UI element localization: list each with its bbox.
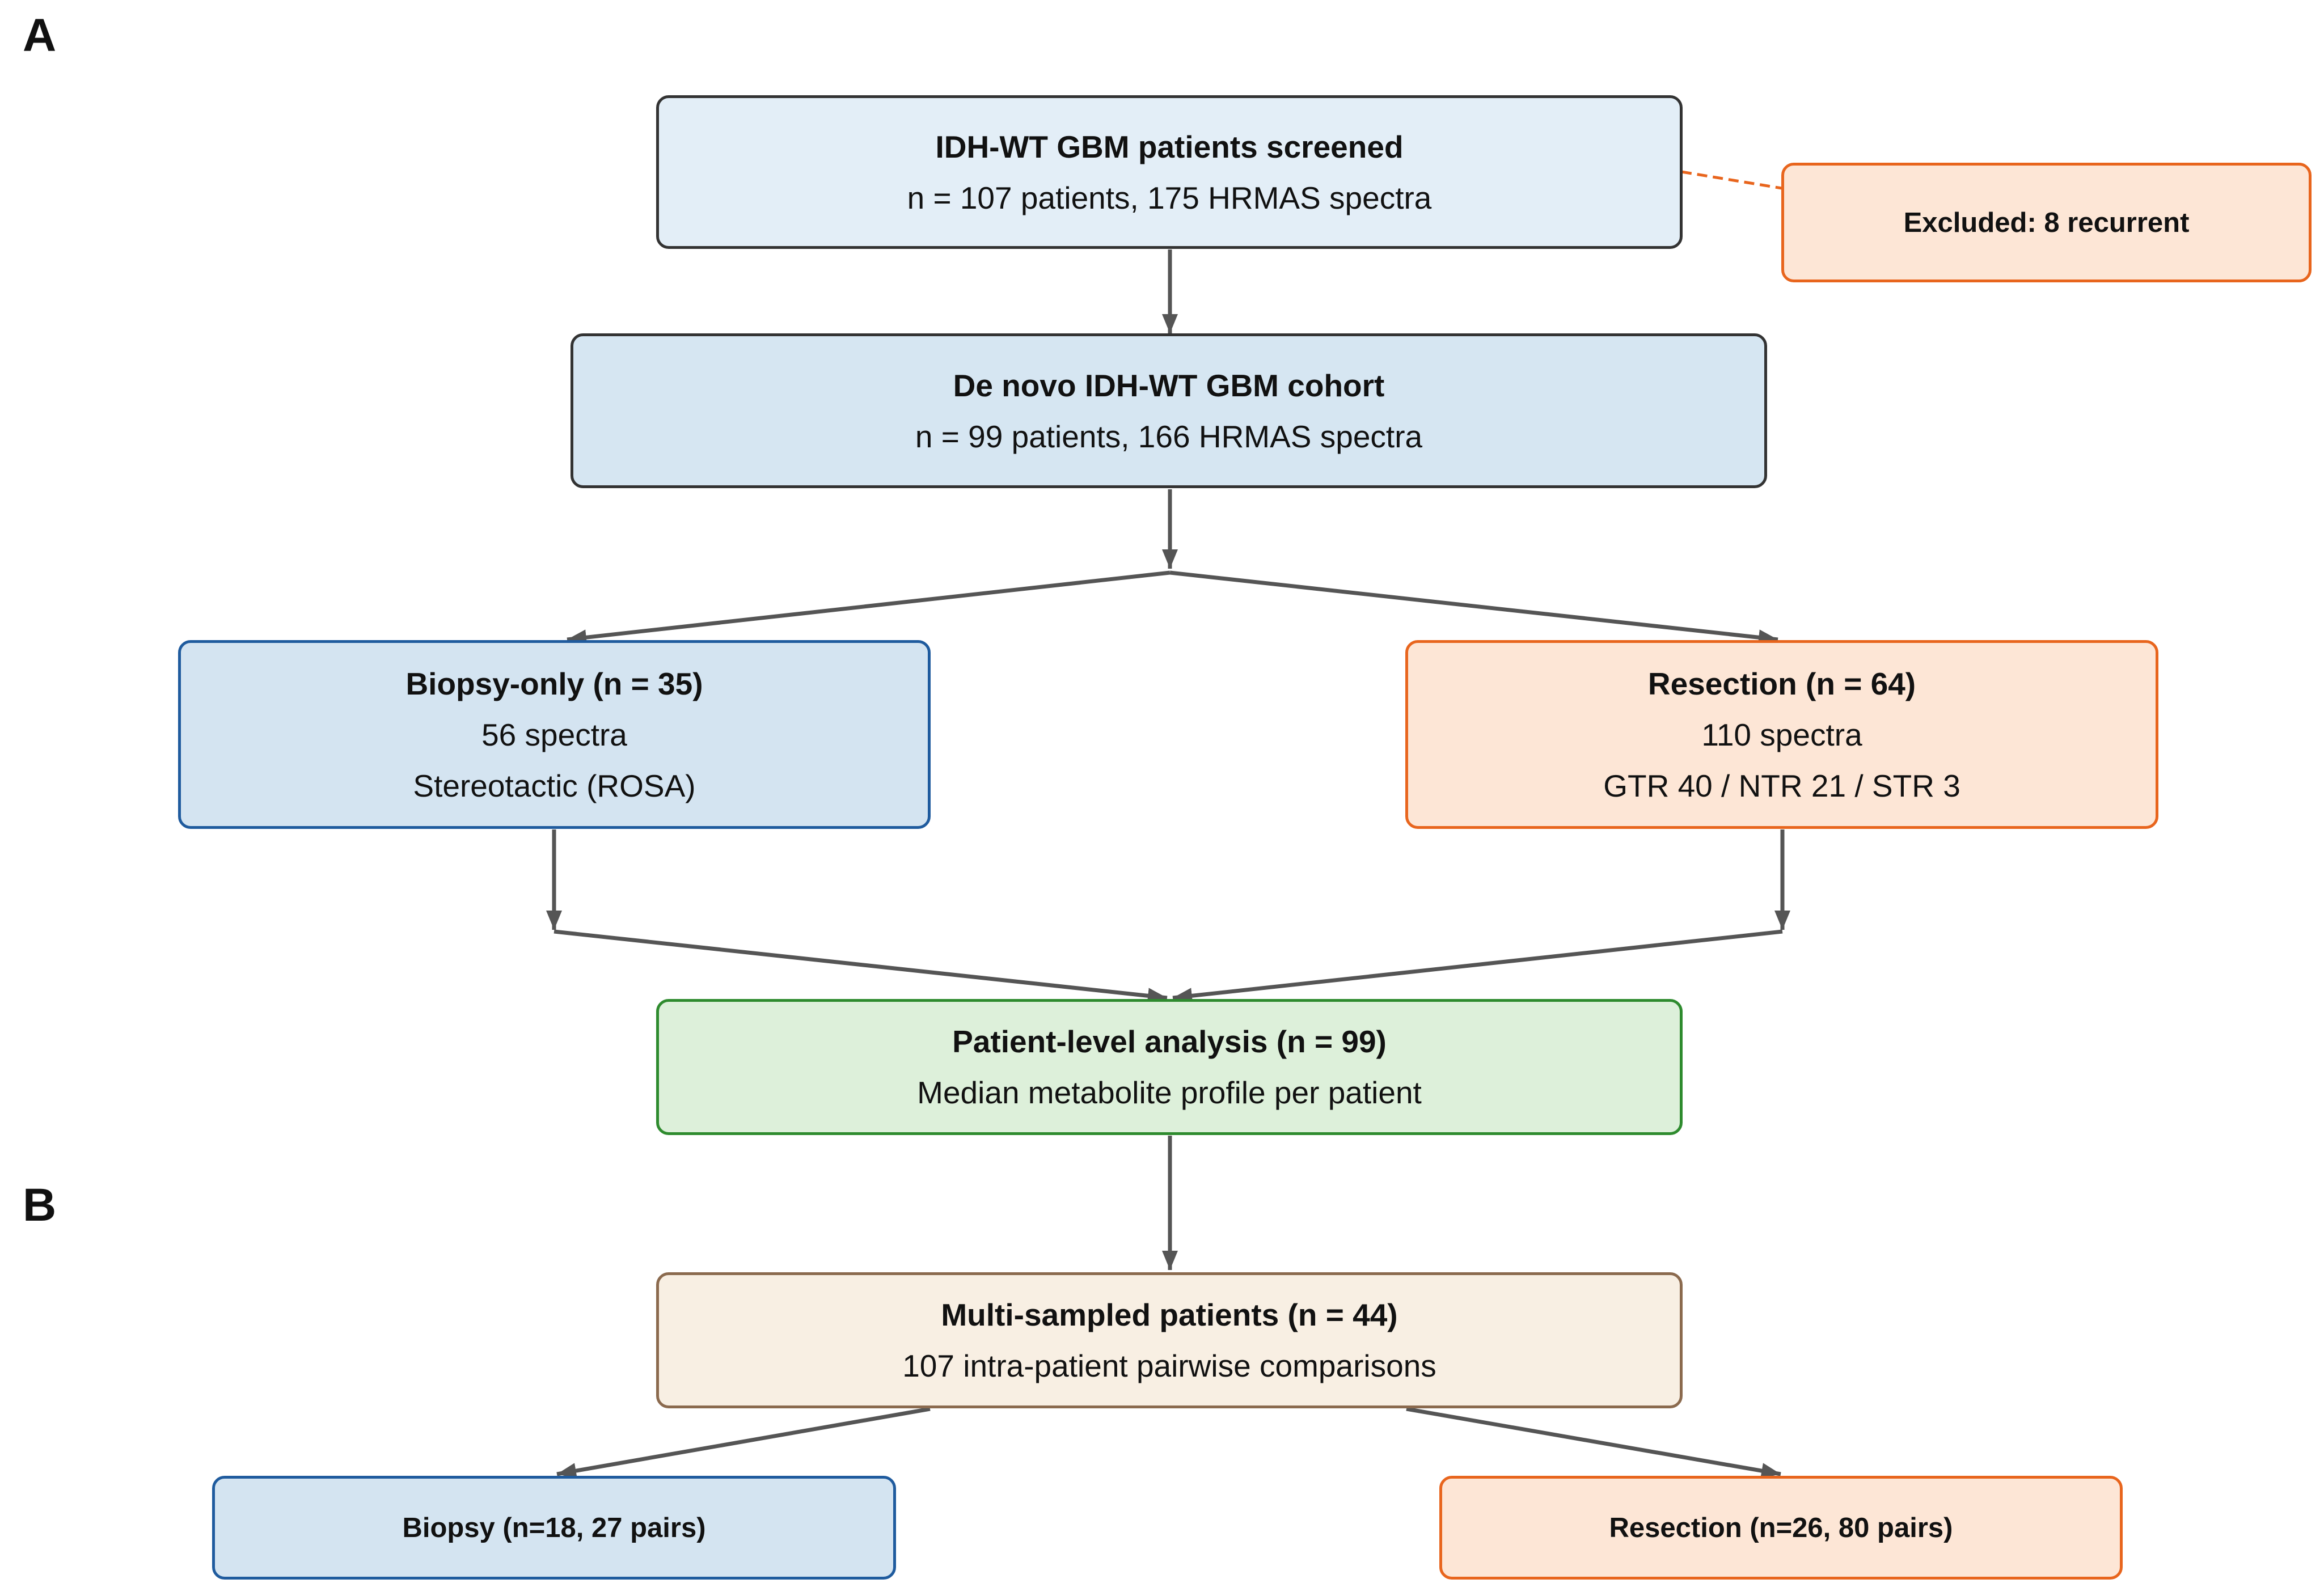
panel-label-b: B [23, 1179, 57, 1231]
excluded-box: Excluded: 8 recurrent [1781, 163, 2312, 282]
dashed-exclusion-connector [1681, 170, 1782, 190]
panel-label-a: A [23, 10, 57, 61]
multi-sampled-detail: 107 intra-patient pairwise comparisons [902, 1348, 1436, 1383]
biopsy-only-method: Stereotactic (ROSA) [413, 768, 696, 803]
patient-level-detail: Median metabolite profile per patient [917, 1075, 1422, 1110]
excluded-title: Excluded: 8 recurrent [1903, 207, 2190, 238]
screened-detail: n = 107 patients, 175 HRMAS spectra [907, 180, 1432, 215]
cohort-title: De novo IDH-WT GBM cohort [953, 367, 1385, 403]
arrow-merge-from-biopsy [553, 929, 1168, 1004]
cohort-box: De novo IDH-WT GBM cohort n = 99 patient… [571, 333, 1767, 488]
biopsy-only-title: Biopsy-only (n = 35) [405, 666, 703, 701]
resection-pairs-title: Resection (n=26, 80 pairs) [1609, 1512, 1953, 1543]
screened-title: IDH-WT GBM patients screened [935, 129, 1404, 164]
multi-sampled-title: Multi-sampled patients (n = 44) [941, 1297, 1398, 1332]
biopsy-only-spectra: 56 spectra [481, 717, 627, 752]
biopsy-only-box: Biopsy-only (n = 35) 56 spectra Stereota… [178, 640, 931, 829]
resection-spectra: 110 spectra [1701, 717, 1862, 752]
arrow-multi-to-biopsy-pairs [556, 1407, 931, 1479]
resection-extent: GTR 40 / NTR 21 / STR 3 [1603, 768, 1960, 803]
cohort-detail: n = 99 patients, 166 HRMAS spectra [915, 418, 1423, 454]
patient-level-title: Patient-level analysis (n = 99) [952, 1024, 1387, 1059]
screened-box: IDH-WT GBM patients screened n = 107 pat… [656, 95, 1683, 249]
resection-box: Resection (n = 64) 110 spectra GTR 40 / … [1405, 640, 2158, 829]
arrow-multi-to-resection-pairs [1406, 1407, 1781, 1479]
resection-pairs-box: Resection (n=26, 80 pairs) [1439, 1476, 2123, 1580]
arrow-merge-from-resection [1172, 929, 1783, 1004]
arrow-split-to-resection [1169, 570, 1778, 646]
patient-level-box: Patient-level analysis (n = 99) Median m… [656, 999, 1683, 1135]
multi-sampled-box: Multi-sampled patients (n = 44) 107 intr… [656, 1272, 1683, 1408]
biopsy-pairs-title: Biopsy (n=18, 27 pairs) [402, 1512, 706, 1543]
arrow-split-to-biopsy [567, 570, 1171, 646]
biopsy-pairs-box: Biopsy (n=18, 27 pairs) [212, 1476, 896, 1580]
resection-title: Resection (n = 64) [1647, 666, 1916, 701]
